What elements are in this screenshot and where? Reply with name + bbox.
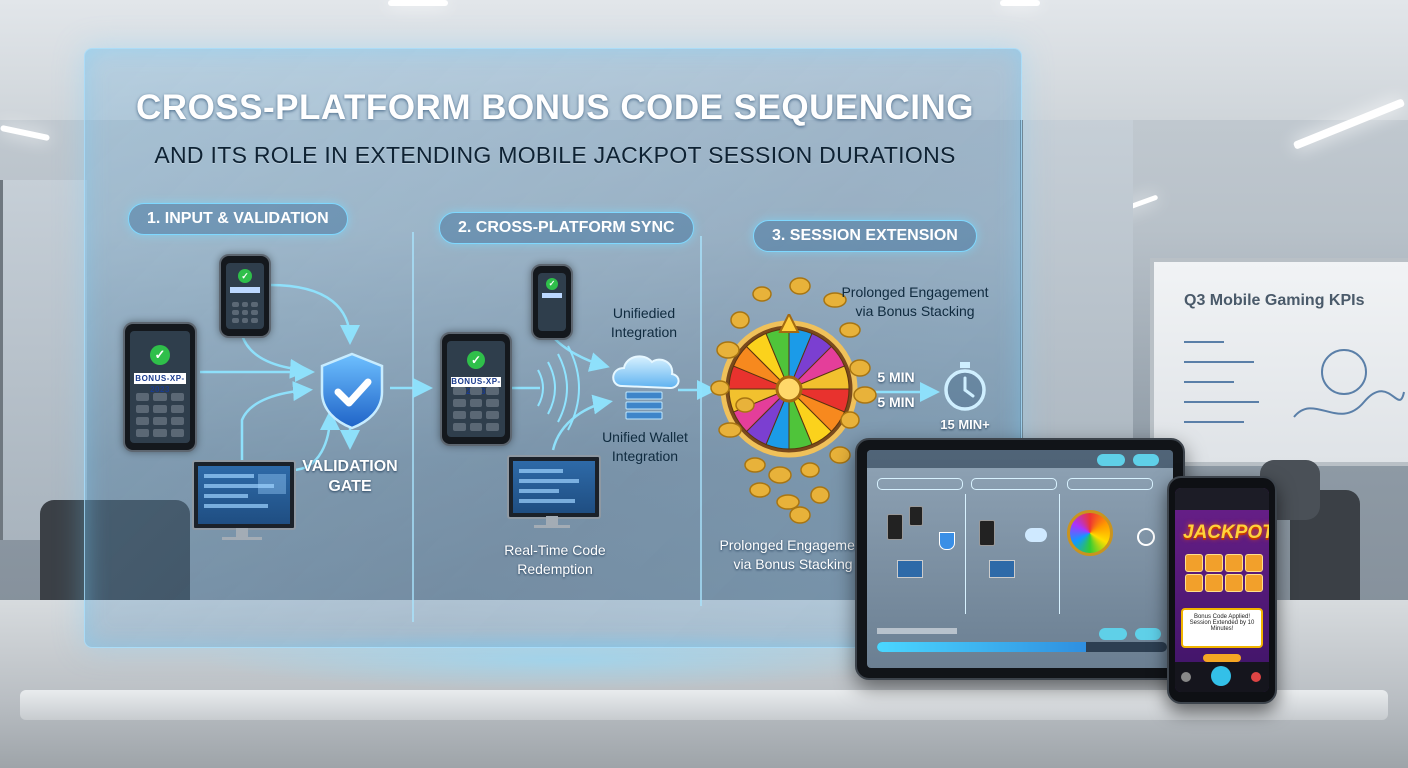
cloud-icon	[612, 355, 680, 420]
prolonged-engagement-top-label: Prolonged Engagement via Bonus Stacking	[841, 284, 989, 319]
coin-icon	[849, 359, 871, 377]
coin-icon	[710, 380, 730, 396]
time-total: 15 MIN+	[940, 417, 990, 432]
step1-phone-large: ✓ BONUS-XP-2023	[123, 322, 197, 452]
wheel-segment	[788, 365, 850, 390]
coin-icon	[718, 422, 742, 438]
check-icon: ✓	[150, 345, 170, 365]
unified-wallet-label: Unified Wallet Integration	[602, 429, 688, 464]
jackpot-logo: JACKPOT	[1183, 522, 1269, 543]
step-1-pill: 1. INPUT & VALIDATION	[128, 203, 348, 235]
coin-cluster	[710, 277, 877, 524]
glass-wall	[0, 180, 87, 540]
tablet-device	[855, 438, 1185, 680]
coin-icon	[853, 386, 877, 404]
ceiling-light	[388, 0, 448, 6]
bonus-code-field: BONUS-XP-2023	[134, 373, 186, 394]
monitor-base	[222, 537, 262, 540]
code-strip	[542, 293, 562, 298]
stopwatch-icon	[944, 362, 986, 411]
step1-desktop-monitor	[192, 460, 296, 530]
whiteboard-title: Q3 Mobile Gaming KPIs	[1184, 292, 1365, 309]
coin-icon	[839, 322, 861, 338]
coin-icon	[768, 466, 792, 484]
coin-icon	[752, 286, 772, 302]
spin-button[interactable]	[1211, 666, 1231, 686]
step1-phone-small: ✓	[219, 254, 271, 338]
ceiling	[0, 0, 1408, 120]
coin-icon	[840, 411, 860, 429]
step-divider	[412, 232, 414, 622]
monitor-stand	[236, 528, 248, 538]
coin-icon	[800, 462, 820, 478]
coin-icon	[810, 486, 830, 504]
coin-icon	[735, 397, 755, 413]
coin-icon	[716, 341, 740, 359]
step2-phone-large: ✓ BONUS-XP-2023	[440, 332, 512, 446]
coin-icon	[789, 506, 811, 524]
smartphone-device: JACKPOT Bonus Code Applied! Session Exte…	[1167, 476, 1277, 704]
coin-icon	[823, 292, 847, 308]
coin-icon	[829, 446, 851, 464]
time-segment-b: 5 MIN	[877, 394, 915, 410]
real-time-redemption-label: Real-Time Code Redemption	[504, 542, 606, 577]
coin-icon	[749, 482, 771, 498]
whiteboard-sketch	[1184, 341, 1405, 423]
keypad	[136, 393, 184, 437]
ceiling-light	[1000, 0, 1040, 6]
step2-phone-small: ✓	[531, 264, 573, 340]
check-icon: ✓	[238, 269, 252, 283]
step-2-pill: 2. CROSS-PLATFORM SYNC	[439, 212, 694, 244]
validation-gate-label: VALIDATION GATE	[302, 458, 398, 495]
time-segment-a: 5 MIN	[877, 369, 915, 385]
popup-button[interactable]	[1203, 654, 1241, 662]
prize-wheel-icon	[720, 314, 858, 458]
unified-integration-label: Unifiedied Integration	[610, 305, 678, 340]
bonus-code-field: BONUS-XP-2023	[451, 377, 501, 396]
step2-desktop-monitor	[507, 455, 601, 519]
page-title: Cross-Platform Bonus Code Sequencing	[136, 88, 974, 127]
whiteboard: Q3 Mobile Gaming KPIs	[1150, 258, 1408, 466]
coin-icon	[789, 277, 811, 295]
step-3-pill: 3. SESSION EXTENSION	[753, 220, 977, 252]
monitor-stand	[546, 516, 558, 526]
code-strip	[230, 287, 260, 293]
shield-check-icon	[320, 352, 384, 430]
monitor-base	[534, 525, 570, 528]
tablet-screen	[867, 450, 1173, 668]
smartphone-screen: JACKPOT Bonus Code Applied! Session Exte…	[1175, 488, 1269, 692]
prolonged-engagement-bottom-label: Prolonged Engagement via Bonus Stacking	[719, 537, 867, 572]
table-edge	[20, 690, 1388, 720]
coin-icon	[744, 457, 766, 473]
coin-icon	[730, 311, 750, 329]
keypad	[232, 302, 258, 323]
coin-icon	[776, 494, 800, 510]
check-icon: ✓	[467, 351, 485, 369]
projector-glow	[200, 630, 920, 690]
step-divider	[700, 236, 702, 606]
page-subtitle: And its Role in Extending Mobile Jackpot…	[154, 142, 956, 168]
flow-arrows	[200, 283, 940, 472]
check-icon: ✓	[546, 278, 558, 290]
bonus-applied-popup: Bonus Code Applied! Session Extended by …	[1181, 608, 1263, 648]
keypad	[453, 387, 499, 431]
